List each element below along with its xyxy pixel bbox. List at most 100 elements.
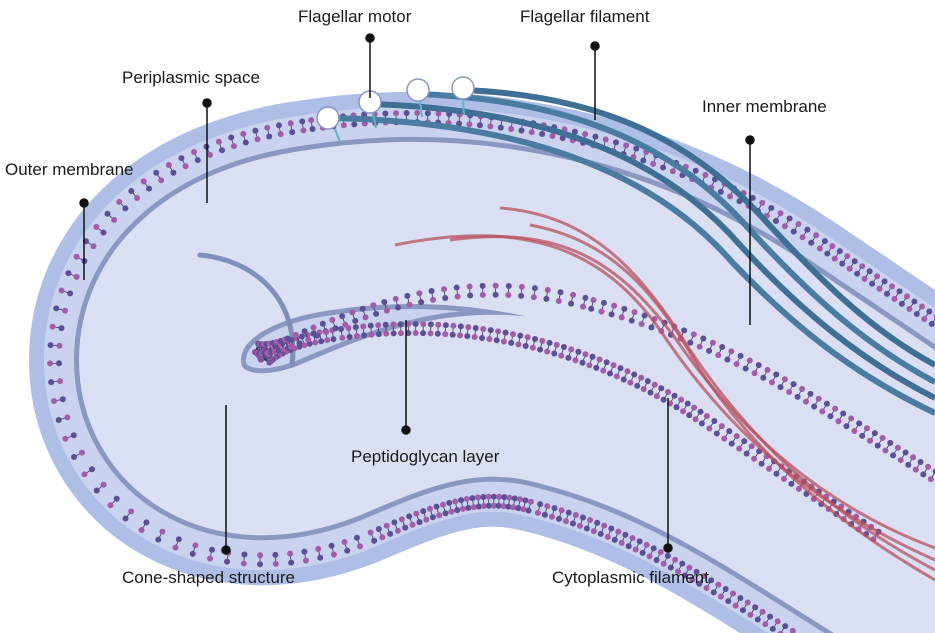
peptidoglycan-bead — [650, 160, 657, 167]
peptidoglycan-bead — [597, 530, 604, 537]
peptidoglycan-bead — [435, 321, 442, 328]
peptidoglycan-bead — [496, 493, 503, 500]
peptidoglycan-bead — [323, 329, 330, 336]
peptidoglycan-bead — [781, 376, 788, 383]
peptidoglycan-bead — [128, 188, 135, 195]
peptidoglycan-bead — [667, 564, 674, 571]
peptidoglycan-bead — [802, 398, 809, 405]
peptidoglycan-bead — [367, 322, 374, 329]
peptidoglycan-bead — [627, 379, 634, 386]
peptidoglycan-bead — [827, 413, 834, 420]
peptidoglycan-bead — [511, 495, 518, 502]
peptidoglycan-bead — [375, 525, 382, 532]
peptidoglycan-bead — [317, 554, 324, 561]
peptidoglycan-bead — [795, 485, 802, 492]
peptidoglycan-bead — [480, 494, 487, 501]
peptidoglycan-bead — [622, 531, 629, 538]
peptidoglycan-bead — [100, 481, 107, 488]
peptidoglycan-bead — [442, 510, 449, 517]
peptidoglycan-bead — [582, 351, 589, 358]
peptidoglycan-bead — [93, 487, 100, 494]
peptidoglycan-bead — [706, 347, 713, 354]
peptidoglycan-beads — [47, 110, 935, 633]
peptidoglycan-bead — [284, 335, 291, 342]
peptidoglycan-bead — [314, 332, 321, 339]
peptidoglycan-bead — [640, 157, 647, 164]
peptidoglycan-bead — [706, 425, 713, 432]
peptidoglycan-bead — [428, 288, 435, 295]
peptidoglycan-bead — [890, 452, 897, 459]
peptidoglycan-bead — [427, 321, 434, 328]
peptidoglycan-bead — [911, 298, 918, 305]
peptidoglycan-bead — [394, 304, 401, 311]
peptidoglycan-bead — [634, 382, 641, 389]
motor-stalk-3 — [419, 100, 423, 118]
leader-dot-cytoplasmic-filament — [663, 543, 673, 553]
peptidoglycan-bead — [590, 528, 597, 535]
peptidoglycan-bead — [474, 494, 481, 501]
peptidoglycan-bead — [495, 502, 502, 509]
peptidoglycan-bead — [467, 292, 474, 299]
peptidoglycan-bead — [558, 352, 565, 359]
peptidoglycan-bead — [684, 400, 691, 407]
peptidoglycan-bead — [876, 285, 883, 292]
peptidoglycan-bead — [608, 525, 615, 532]
peptidoglycan-bead — [368, 331, 375, 338]
peptidoglycan-bead — [856, 420, 863, 427]
peptidoglycan-bead — [593, 364, 600, 371]
motor-stalk-4 — [462, 98, 465, 116]
peptidoglycan-bead — [383, 330, 390, 337]
peptidoglycan-bead — [808, 239, 815, 246]
peptidoglycan-bead — [495, 328, 502, 335]
peptidoglycan-bead — [531, 285, 538, 292]
peptidoglycan-bead — [774, 618, 781, 625]
peptidoglycan-bead — [413, 510, 420, 517]
peptidoglycan-bead — [146, 185, 153, 192]
peptidoglycan-bead — [742, 365, 749, 372]
peptidoglycan-bead — [681, 572, 688, 579]
peptidoglycan-bead — [718, 423, 725, 430]
peptidoglycan-bead — [288, 343, 295, 350]
peptidoglycan-bead — [330, 551, 337, 558]
peptidoglycan-bead — [748, 443, 755, 450]
peptidoglycan-bead — [772, 218, 779, 225]
peptidoglycan-bead — [882, 447, 889, 454]
leader-dot-peptidoglycan-layer — [401, 425, 411, 435]
peptidoglycan-bead — [562, 518, 569, 525]
peptidoglycan-bead — [466, 283, 473, 290]
peptidoglycan-bead — [218, 147, 225, 154]
peptidoglycan-bead — [598, 308, 605, 315]
peptidoglycan-bead — [768, 379, 775, 386]
peptidoglycan-bead — [744, 599, 751, 606]
peptidoglycan-bead — [107, 502, 114, 509]
peptidoglycan-bead — [338, 325, 345, 332]
leader-dot-flagellar-filament — [590, 41, 600, 51]
peptidoglycan-bead — [463, 496, 470, 503]
peptidoglycan-bead — [903, 293, 910, 300]
peptidoglycan-bead — [329, 316, 336, 323]
peptidoglycan-bead — [394, 527, 401, 534]
peptidoglycan-bead — [505, 283, 512, 290]
peptidoglycan-bead — [382, 110, 389, 117]
peptidoglycan-bead — [737, 352, 744, 359]
peptidoglycan-bead — [863, 425, 870, 432]
peptidoglycan-bead — [515, 505, 522, 512]
peptidoglycan-bead — [844, 253, 851, 260]
peptidoglycan-bead — [328, 542, 335, 549]
peptidoglycan-bead — [287, 550, 294, 557]
peptidoglycan-bead — [309, 126, 316, 133]
peptidoglycan-bead — [298, 333, 305, 340]
peptidoglycan-bead — [434, 330, 441, 337]
peptidoglycan-bead — [88, 466, 95, 473]
peptidoglycan-bead — [874, 442, 881, 449]
peptidoglycan-bead — [178, 155, 185, 162]
peptidoglycan-bead — [479, 334, 486, 341]
peptidoglycan-bead — [815, 395, 822, 402]
peptidoglycan-bead — [543, 295, 550, 302]
flagellar-motor-1 — [316, 106, 340, 130]
peptidoglycan-bead — [486, 336, 493, 343]
peptidoglycan-bead — [813, 232, 820, 239]
peptidoglycan-bead — [894, 444, 901, 451]
cytoplasmic-filaments — [394, 206, 935, 582]
peptidoglycan-bead — [459, 505, 466, 512]
